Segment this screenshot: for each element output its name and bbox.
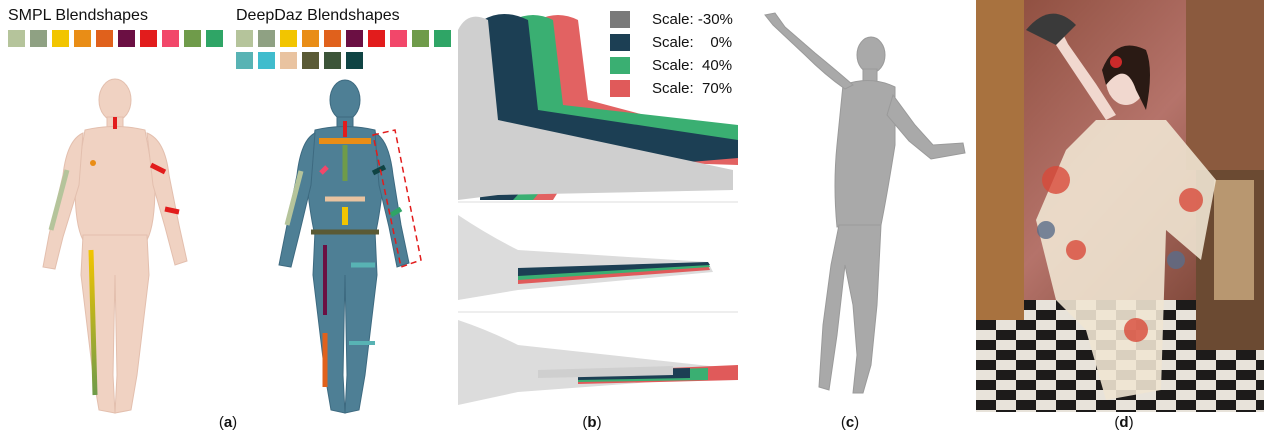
legend-entry: Scale: 70% (610, 77, 733, 100)
smpl-swatch-7 (162, 30, 179, 47)
kimono-character-render (976, 0, 1264, 412)
deepdaz-swatch-5 (346, 30, 363, 47)
deepdaz-swatch-13 (302, 52, 319, 69)
caption-c: (c) (840, 414, 860, 431)
legend-swatch (610, 57, 630, 74)
deepdaz-swatch-6 (368, 30, 385, 47)
legend-label: Scale: 70% (652, 80, 733, 97)
legend-label: Scale: 40% (652, 57, 733, 74)
deepdaz-swatch-8 (412, 30, 429, 47)
deepdaz-title: DeepDaz Blendshapes (236, 7, 400, 24)
smpl-swatch-0 (8, 30, 25, 47)
smpl-title: SMPL Blendshapes (8, 7, 148, 24)
deepdaz-swatch-10 (236, 52, 253, 69)
smpl-swatch-6 (140, 30, 157, 47)
legend-label: Scale: -30% (652, 11, 733, 28)
deepdaz-swatch-1 (258, 30, 275, 47)
caption-a: (a) (218, 414, 238, 431)
legend-entry: Scale: 0% (610, 31, 733, 54)
deepdaz-swatch-3 (302, 30, 319, 47)
arm-scale-comparison-render (458, 0, 738, 415)
smpl-swatch-2 (52, 30, 69, 47)
smpl-swatch-1 (30, 30, 47, 47)
deepdaz-body-figure (278, 79, 422, 414)
legend-swatch (610, 80, 630, 97)
deepdaz-swatch-4 (324, 30, 341, 47)
deepdaz-swatch-2 (280, 30, 297, 47)
deepdaz-swatch-row (236, 30, 466, 69)
caption-d: (d) (1114, 414, 1134, 431)
deepdaz-swatch-15 (346, 52, 363, 69)
smpl-swatch-9 (206, 30, 223, 47)
deepdaz-swatch-9 (434, 30, 451, 47)
legend-entry: Scale: -30% (610, 8, 733, 31)
legend-label: Scale: 0% (652, 34, 733, 51)
gray-body-pose-render (764, 12, 966, 394)
deepdaz-swatch-7 (390, 30, 407, 47)
legend-swatch (610, 34, 630, 51)
smpl-swatch-8 (184, 30, 201, 47)
deepdaz-swatch-12 (280, 52, 297, 69)
smpl-swatch-row (8, 30, 238, 47)
caption-b: (b) (582, 414, 602, 431)
scale-legend: Scale: -30% Scale: 0% Scale: 40% Scale: 70% (610, 8, 733, 100)
deepdaz-swatch-14 (324, 52, 341, 69)
smpl-body-figure (42, 78, 188, 414)
smpl-swatch-4 (96, 30, 113, 47)
legend-entry: Scale: 40% (610, 54, 733, 77)
deepdaz-swatch-0 (236, 30, 253, 47)
smpl-swatch-3 (74, 30, 91, 47)
smpl-swatch-5 (118, 30, 135, 47)
legend-swatch (610, 11, 630, 28)
deepdaz-swatch-11 (258, 52, 275, 69)
